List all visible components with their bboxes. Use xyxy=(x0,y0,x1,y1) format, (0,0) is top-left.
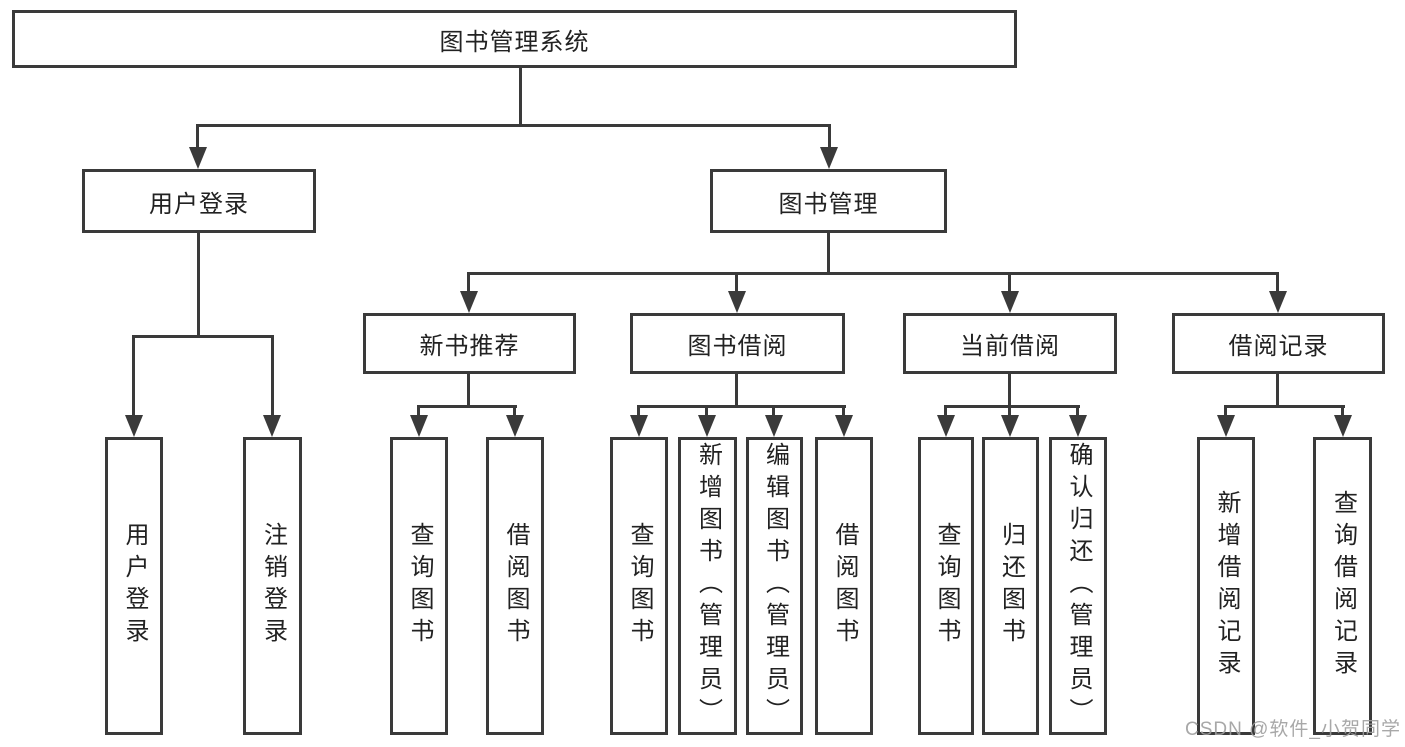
node-user-login: 用户登录 xyxy=(82,169,316,233)
connector-user-login-stem xyxy=(197,233,200,338)
node-book-management: 图书管理 xyxy=(710,169,947,233)
node-user-login-label: 用户登录 xyxy=(149,190,249,218)
connector-user-login-drop xyxy=(196,127,199,151)
arrowhead-records xyxy=(1269,291,1287,313)
arrowhead-br-leaf1 xyxy=(1217,415,1235,437)
connector-root-bar xyxy=(196,124,831,127)
connector-bb-leaf2-drop xyxy=(705,408,708,418)
arrowhead-borrow xyxy=(728,291,746,313)
connector-cb-leaf1-drop xyxy=(944,408,947,418)
arrowhead-new-book xyxy=(460,291,478,313)
leaf-cb-query-books: 查询图书 xyxy=(918,437,974,735)
arrowhead-leaf-login xyxy=(125,415,143,437)
connector-records-bar xyxy=(1224,405,1345,408)
connector-cb-leaf2-drop xyxy=(1008,408,1011,418)
leaf-br-add-record: 新增借阅记录 xyxy=(1197,437,1255,735)
leaf-nb-query-books-label: 查询图书 xyxy=(406,522,433,650)
connector-new-book-drop xyxy=(467,275,470,293)
leaf-cb-return-books-label: 归还图书 xyxy=(997,522,1025,650)
leaf-bb-edit-books-admin: 编辑图书（管理员） xyxy=(746,437,803,735)
arrowhead-leaf-logout xyxy=(263,415,281,437)
leaf-logout-label: 注销登录 xyxy=(259,522,287,650)
leaf-bb-borrow-books: 借阅图书 xyxy=(815,437,873,735)
connector-borrow-stem xyxy=(735,374,738,408)
arrowhead-nb-leaf1 xyxy=(410,415,428,437)
arrowhead-cb-leaf1 xyxy=(937,415,955,437)
node-book-management-label: 图书管理 xyxy=(778,190,879,218)
arrowhead-book-mgmt xyxy=(820,147,838,169)
leaf-cb-confirm-return-admin: 确认归还（管理员） xyxy=(1049,437,1107,735)
leaf-bb-edit-books-admin-label: 编辑图书（管理员） xyxy=(761,442,789,730)
connector-br-leaf1-drop xyxy=(1224,408,1227,418)
connector-new-book-stem xyxy=(467,374,470,408)
connector-book-mgmt-drop xyxy=(828,127,831,151)
leaf-cb-return-books: 归还图书 xyxy=(982,437,1039,735)
connector-root-stem xyxy=(519,68,522,127)
leaf-bb-borrow-books-label: 借阅图书 xyxy=(831,522,858,650)
arrowhead-bb-leaf1 xyxy=(630,415,648,437)
leaf-br-query-record-label: 查询借阅记录 xyxy=(1329,490,1357,682)
connector-cb-leaf3-drop xyxy=(1076,408,1079,418)
arrowhead-current xyxy=(1001,291,1019,313)
connector-leaf-login-drop xyxy=(132,338,135,418)
leaf-logout: 注销登录 xyxy=(243,437,302,735)
leaf-nb-query-books: 查询图书 xyxy=(390,437,448,735)
leaf-nb-borrow-books-label: 借阅图书 xyxy=(502,522,529,650)
node-book-borrow: 图书借阅 xyxy=(630,313,845,374)
connector-bb-leaf4-drop xyxy=(842,408,845,418)
arrowhead-cb-leaf2 xyxy=(1001,415,1019,437)
leaf-br-query-record: 查询借阅记录 xyxy=(1313,437,1372,735)
leaf-bb-add-books-admin: 新增图书（管理员） xyxy=(678,437,737,735)
connector-book-mgmt-bar xyxy=(467,272,1279,275)
arrowhead-bb-leaf4 xyxy=(835,415,853,437)
connector-nb-leaf2-drop xyxy=(513,408,516,418)
leaf-bb-query-books: 查询图书 xyxy=(610,437,668,735)
csdn-watermark: CSDN @软件_小贺同学 xyxy=(1185,719,1401,740)
connector-current-drop xyxy=(1008,275,1011,293)
node-current-borrow: 当前借阅 xyxy=(903,313,1117,374)
node-library-system: 图书管理系统 xyxy=(12,10,1017,68)
connector-current-stem xyxy=(1008,374,1011,408)
leaf-user-login: 用户登录 xyxy=(105,437,163,735)
connector-borrow-bar xyxy=(637,405,846,408)
connector-nb-leaf1-drop xyxy=(417,408,420,418)
node-borrow-records-label: 借阅记录 xyxy=(1228,333,1329,360)
node-new-book-recommend-label: 新书推荐 xyxy=(419,333,520,360)
arrowhead-bb-leaf2 xyxy=(698,415,716,437)
node-current-borrow-label: 当前借阅 xyxy=(960,333,1060,360)
leaf-br-add-record-label: 新增借阅记录 xyxy=(1213,490,1240,682)
connector-user-login-bar xyxy=(132,335,274,338)
connector-current-bar xyxy=(944,405,1080,408)
leaf-user-login-label: 用户登录 xyxy=(121,522,148,650)
connector-borrow-drop xyxy=(735,275,738,293)
connector-leaf-logout-drop xyxy=(271,338,274,418)
arrowhead-user-login xyxy=(189,147,207,169)
arrowhead-cb-leaf3 xyxy=(1069,415,1087,437)
arrowhead-bb-leaf3 xyxy=(765,415,783,437)
connector-bb-leaf3-drop xyxy=(772,408,775,418)
node-borrow-records: 借阅记录 xyxy=(1172,313,1385,374)
node-new-book-recommend: 新书推荐 xyxy=(363,313,576,374)
connector-br-leaf2-drop xyxy=(1341,408,1344,418)
connector-book-mgmt-stem xyxy=(827,233,830,275)
node-book-borrow-label: 图书借阅 xyxy=(687,333,788,360)
connector-records-drop xyxy=(1276,275,1279,293)
connector-bb-leaf1-drop xyxy=(637,408,640,418)
leaf-nb-borrow-books: 借阅图书 xyxy=(486,437,544,735)
leaf-cb-confirm-return-admin-label: 确认归还（管理员） xyxy=(1065,442,1092,730)
connector-new-book-bar xyxy=(417,405,517,408)
leaf-cb-query-books-label: 查询图书 xyxy=(933,522,960,650)
arrowhead-br-leaf2 xyxy=(1334,415,1352,437)
leaf-bb-add-books-admin-label: 新增图书（管理员） xyxy=(694,442,722,730)
arrowhead-nb-leaf2 xyxy=(506,415,524,437)
leaf-bb-query-books-label: 查询图书 xyxy=(626,522,653,650)
connector-records-stem xyxy=(1276,374,1279,408)
node-library-system-label: 图书管理系统 xyxy=(439,28,590,56)
